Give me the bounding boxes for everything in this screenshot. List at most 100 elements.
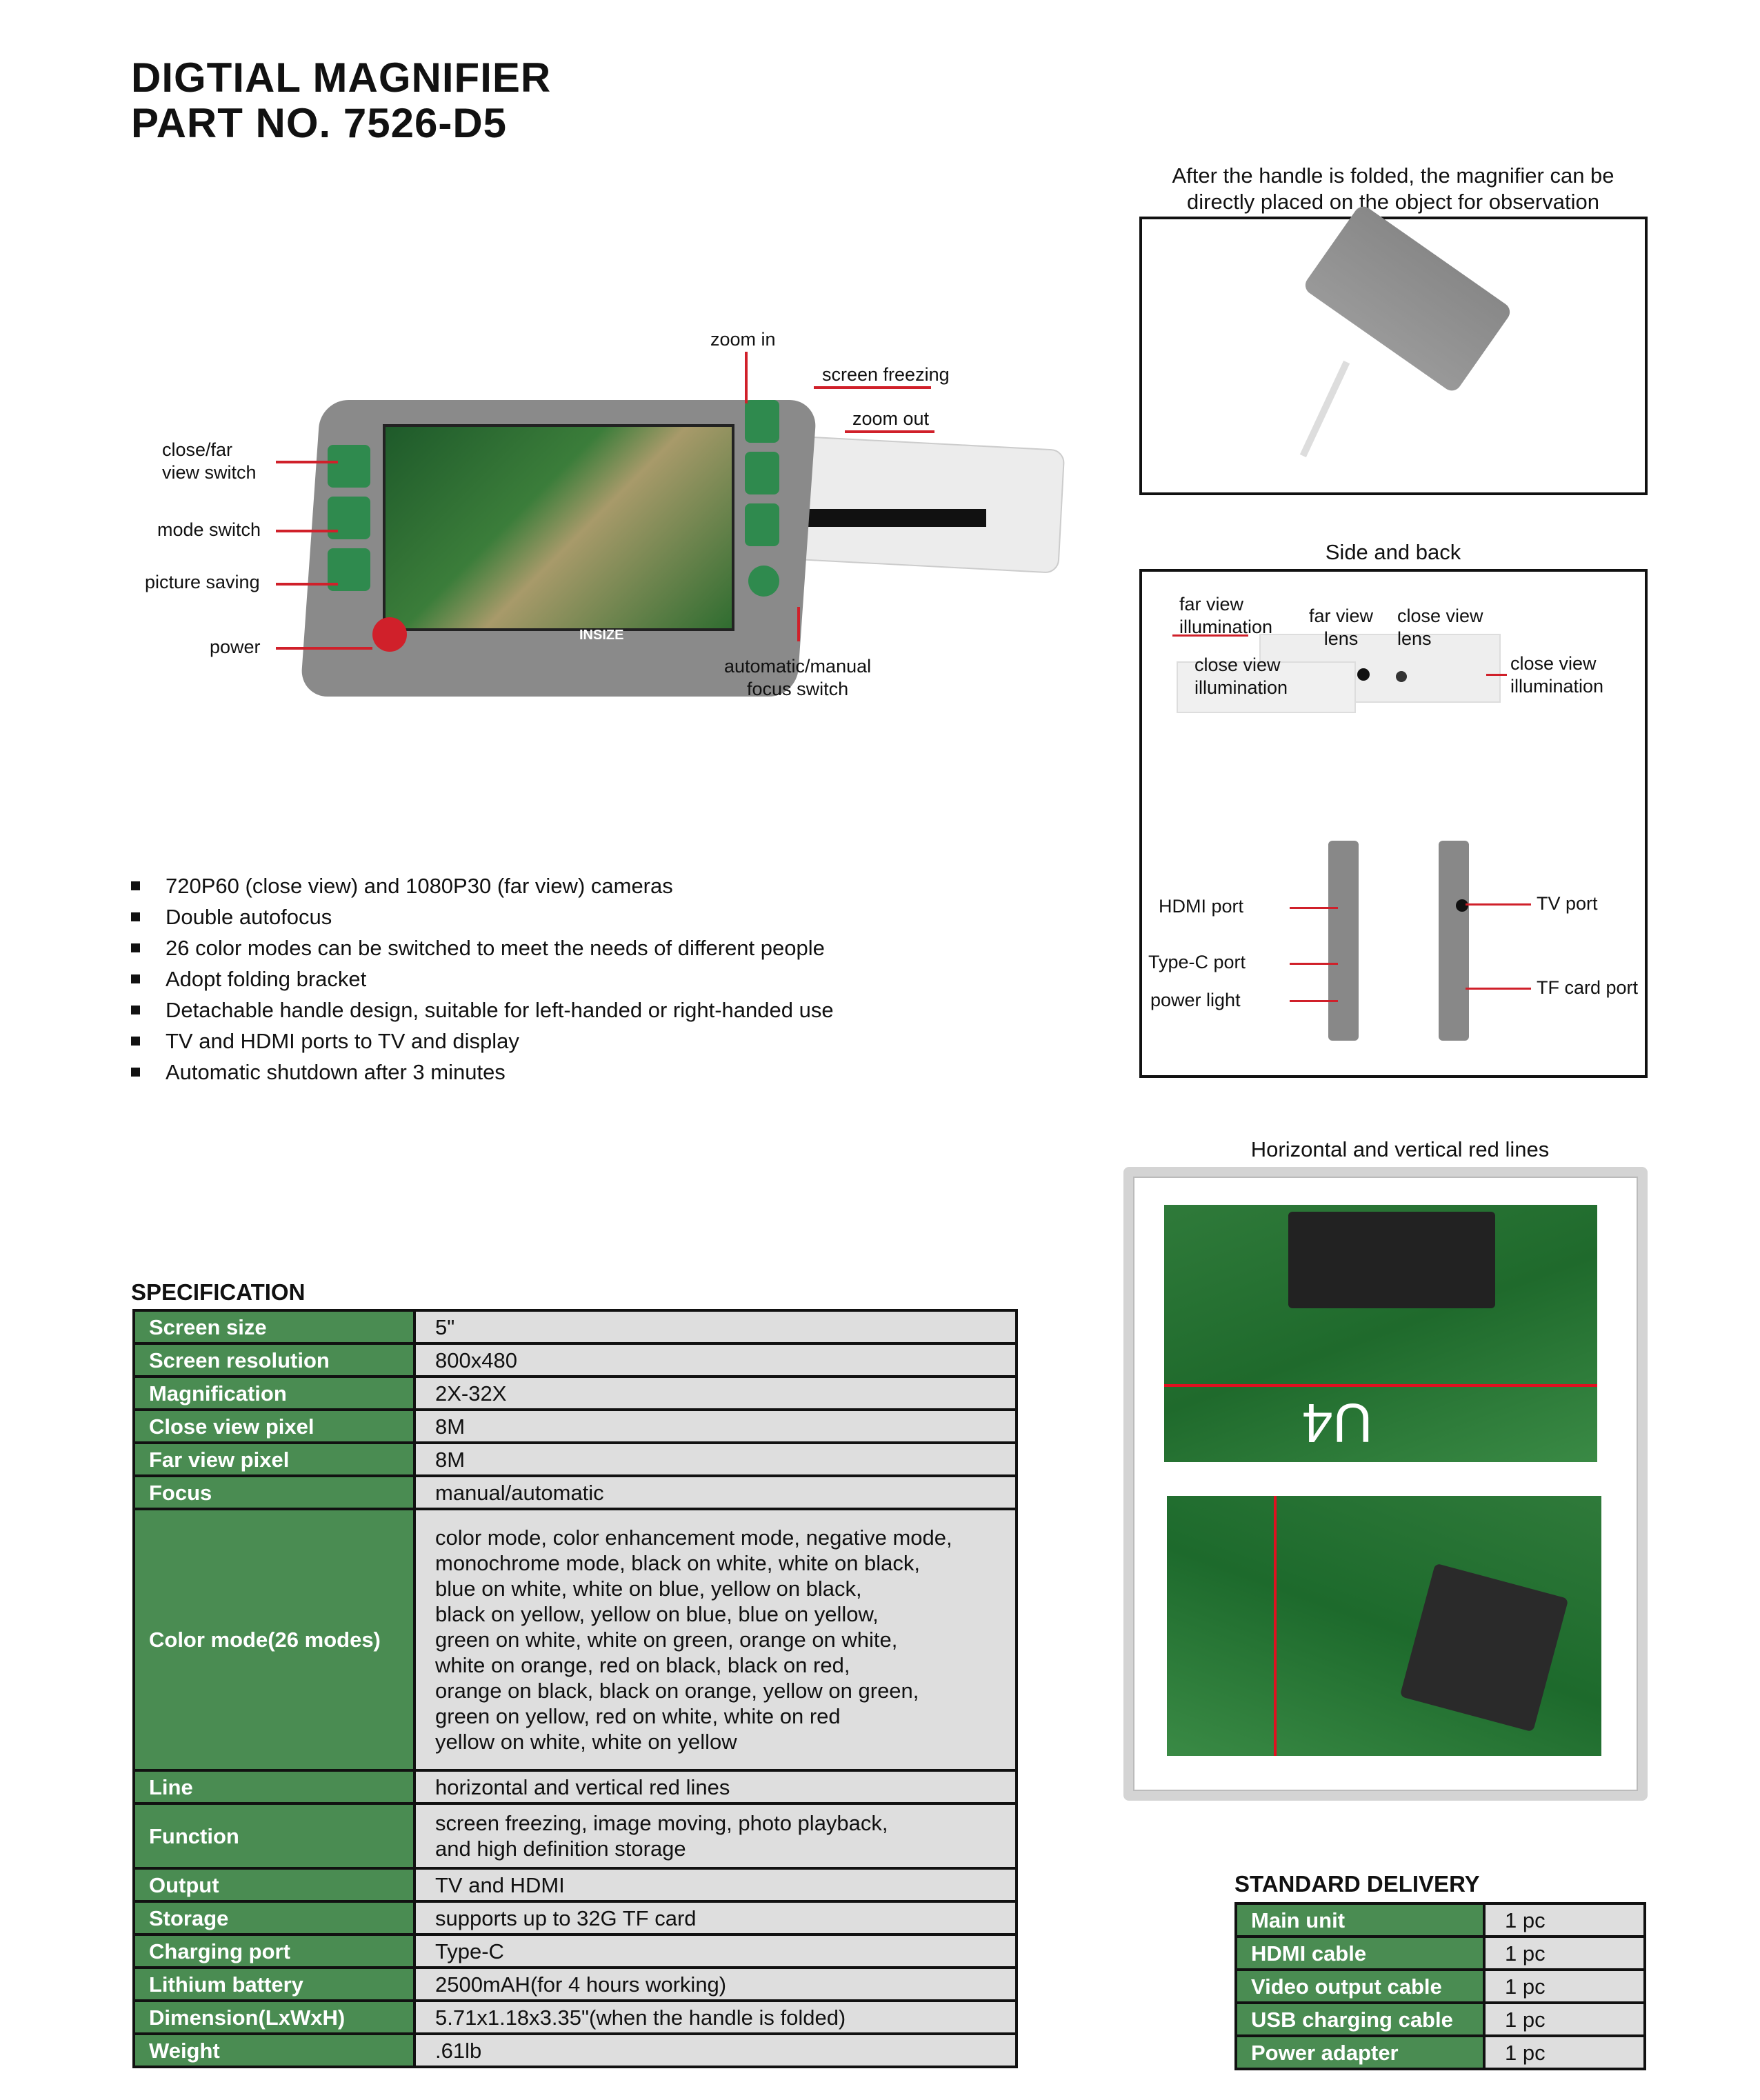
value-line: color mode, color enhancement mode, nega… — [435, 1526, 952, 1550]
value-line: screen freezing, image moving, photo pla… — [435, 1811, 888, 1835]
label-screen-freezing: screen freezing — [822, 364, 950, 385]
chip — [1399, 1563, 1569, 1732]
label-line: lens — [1397, 628, 1432, 649]
focus-switch-button[interactable] — [748, 566, 779, 597]
label-line: illumination — [1510, 676, 1604, 697]
feature-item: Double autofocus — [131, 901, 834, 932]
row-value: color mode, color enhancement mode, nega… — [413, 1508, 1018, 1772]
screen-freezing-button[interactable] — [745, 452, 779, 494]
label-line: close/far — [162, 439, 233, 460]
label-line: far view — [1179, 594, 1244, 614]
zoom-out-button[interactable] — [745, 503, 779, 546]
row-value: 1 pc — [1483, 1968, 1646, 2004]
row-value: 1 pc — [1483, 2034, 1646, 2070]
delivery-heading: STANDARD DELIVERY — [1234, 1871, 1480, 1897]
horizontal-red-line — [1164, 1384, 1597, 1387]
label-power-light: power light — [1150, 990, 1241, 1010]
label-zoom-out: zoom out — [852, 408, 930, 429]
row-label: Dimension(LxWxH) — [132, 1999, 416, 2035]
row-label: Weight — [132, 2032, 416, 2068]
row-value: 1 pc — [1483, 1935, 1646, 1971]
folded-device-photo — [1301, 203, 1514, 394]
value-line: blue on white, white on blue, yellow on … — [435, 1577, 862, 1601]
label-zoom-in: zoom in — [710, 329, 776, 350]
folded-stand — [1299, 360, 1350, 458]
part-number: PART NO. 7526-D5 — [131, 100, 508, 146]
row-label: Color mode(26 modes) — [132, 1508, 416, 1772]
horizontal-line-photo: U4 — [1164, 1205, 1597, 1462]
row-label: Output — [132, 1867, 416, 1903]
label-picture-saving: picture saving — [145, 572, 260, 592]
value-line: black on yellow, yellow on blue, blue on… — [435, 1602, 879, 1626]
row-label: Lithium battery — [132, 1966, 416, 2002]
side-photo-right — [1439, 841, 1469, 1041]
table-row: Weight.61lb — [132, 2032, 1018, 2068]
label-mode-switch: mode switch — [157, 519, 261, 540]
label-line: lens — [1323, 628, 1359, 649]
row-label: HDMI cable — [1234, 1935, 1486, 1971]
row-label: Storage — [132, 1900, 416, 1936]
row-value: supports up to 32G TF card — [413, 1900, 1018, 1936]
row-label: Far view pixel — [132, 1441, 416, 1477]
row-label: Screen resolution — [132, 1342, 416, 1378]
row-value: 8M — [413, 1441, 1018, 1477]
value-line: orange on black, black on orange, yellow… — [435, 1679, 919, 1703]
row-label: Line — [132, 1769, 416, 1805]
row-label: Magnification — [132, 1375, 416, 1411]
value-line: green on yellow, red on white, white on … — [435, 1704, 841, 1728]
side-photo-left — [1328, 841, 1359, 1041]
row-value: .61lb — [413, 2032, 1018, 2068]
label-line: view switch — [162, 462, 257, 483]
label-line: automatic/manual — [724, 656, 872, 677]
zoom-in-button[interactable] — [745, 400, 779, 443]
label-line: close view — [1397, 606, 1483, 626]
feature-list: 720P60 (close view) and 1080P30 (far vie… — [131, 870, 834, 1088]
row-label: Function — [132, 1802, 416, 1870]
power-button[interactable] — [372, 617, 407, 652]
specification-heading: SPECIFICATION — [131, 1279, 306, 1305]
caption-line: After the handle is folded, the magnifie… — [1172, 163, 1614, 188]
close-lens — [1396, 671, 1407, 682]
row-label: Charging port — [132, 1933, 416, 1969]
handle-back-photo — [1177, 661, 1356, 713]
side-back-box — [1139, 569, 1648, 1078]
feature-item: Detachable handle design, suitable for l… — [131, 994, 834, 1026]
chip — [1288, 1212, 1495, 1308]
row-value: 8M — [413, 1408, 1018, 1444]
feature-item: TV and HDMI ports to TV and display — [131, 1026, 834, 1057]
feature-item: 720P60 (close view) and 1080P30 (far vie… — [131, 870, 834, 901]
red-lines-frame: U4 — [1123, 1167, 1648, 1801]
row-label: Video output cable — [1234, 1968, 1486, 2004]
close-far-switch-button[interactable] — [328, 445, 370, 488]
value-line: and high definition storage — [435, 1837, 686, 1861]
folded-photo-box — [1139, 203, 1648, 495]
mode-switch-button[interactable] — [328, 497, 370, 539]
feature-item: 26 color modes can be switched to meet t… — [131, 932, 834, 963]
feature-item: Adopt folding bracket — [131, 963, 834, 994]
red-lines-caption: Horizontal and vertical red lines — [1250, 1137, 1550, 1161]
table-row: Dimension(LxWxH)5.71x1.18x3.35"(when the… — [132, 1999, 1018, 2035]
row-label: Main unit — [1234, 1902, 1486, 1938]
feature-item: Automatic shutdown after 3 minutes — [131, 1057, 834, 1088]
row-value: 5.71x1.18x3.35"(when the handle is folde… — [413, 1999, 1018, 2035]
table-row: Color mode(26 modes) color mode, color en… — [132, 1508, 1018, 1772]
vertical-line-photo — [1167, 1496, 1601, 1756]
label-tv-port: TV port — [1537, 893, 1598, 914]
